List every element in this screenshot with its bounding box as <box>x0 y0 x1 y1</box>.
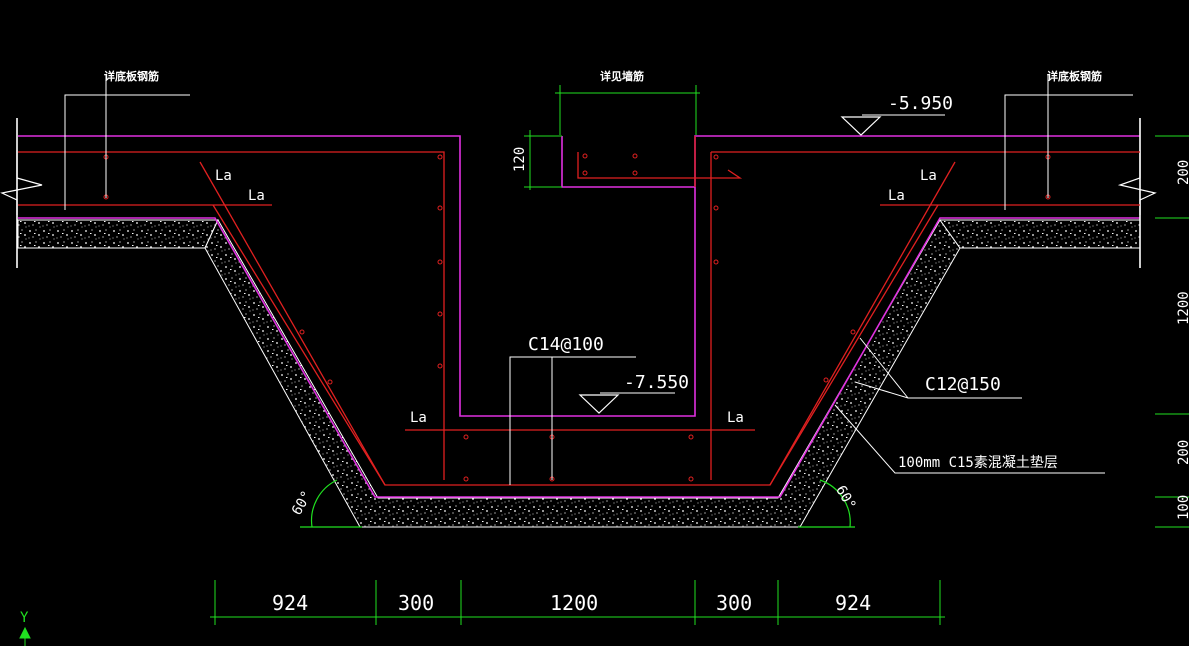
break-line-right <box>1117 150 1157 215</box>
rebar-dot <box>632 170 638 176</box>
dimension-values-right: 200 1200 200 100 <box>1176 160 1189 520</box>
leader-top-right <box>1004 94 1133 210</box>
cushion-label: 100mm C15素混凝土垫层 <box>898 455 1058 471</box>
note-top-right: 详底板钢筋 <box>1047 69 1102 83</box>
rebar-top-left <box>18 151 445 480</box>
angle-arc-left <box>310 479 338 528</box>
axis-y-arrow <box>19 626 31 639</box>
break-line-left <box>0 150 43 215</box>
rebar-dot <box>437 363 443 369</box>
dim-value-right: 1200 <box>1176 291 1189 325</box>
elev-triangle-top <box>840 116 882 136</box>
ucs-axis: Y <box>19 610 31 646</box>
rebar-dot <box>688 434 694 440</box>
dim-value-bottom: 924 <box>272 591 308 615</box>
rebar-dot <box>437 154 443 160</box>
dim-value-bottom: 300 <box>398 591 434 615</box>
rebar-dot <box>688 476 694 482</box>
rebar-dot <box>437 259 443 265</box>
la-label: La <box>888 188 905 204</box>
dimension-lines <box>210 85 1189 625</box>
dimension-values: 924 300 1200 300 924 <box>272 591 871 615</box>
rebar-dot <box>713 154 719 160</box>
cushion-trench <box>204 218 961 528</box>
outline-bottom <box>18 217 1140 498</box>
la-label: La <box>410 410 427 426</box>
rebar-side-label: C12@150 <box>925 374 1001 395</box>
note-top-left: 详底板钢筋 <box>104 69 159 83</box>
dim-value-right: 200 <box>1176 440 1189 465</box>
slab-outline <box>16 118 1141 498</box>
rebar-dot <box>713 205 719 211</box>
rebar-dot <box>632 153 638 159</box>
rebar-dot <box>437 205 443 211</box>
la-label: La <box>727 410 744 426</box>
leader-lines <box>64 75 1133 485</box>
rebar-dot <box>437 311 443 317</box>
outline-wall-top <box>561 136 695 188</box>
rebar-dot <box>823 377 829 383</box>
la-label: La <box>215 168 232 184</box>
dim-value-bottom: 300 <box>716 591 752 615</box>
leader-cushion <box>834 404 1105 474</box>
break-lines <box>0 150 1157 215</box>
cushion-right-flat <box>939 219 1141 249</box>
angle-arc-right <box>819 479 851 528</box>
dim-value-bottom: 924 <box>835 591 871 615</box>
rebar-dot <box>713 259 719 265</box>
leader-top-left <box>64 94 190 210</box>
rebar-trench-bottom <box>212 204 939 486</box>
leader-c14 <box>509 356 636 485</box>
angle-arcs <box>300 479 855 528</box>
rebar-left-slope-top <box>199 161 386 486</box>
rebar-dot <box>582 153 588 159</box>
elevation-markers <box>578 116 882 414</box>
rebar-dot <box>582 170 588 176</box>
rebar-right-slope-top <box>769 161 956 486</box>
leader-c12-b <box>859 337 909 399</box>
dim-value-bottom: 1200 <box>550 591 598 615</box>
rebar-dot <box>463 434 469 440</box>
rebar-dot <box>850 329 856 335</box>
note-top-center: 详见墙筋 <box>600 69 644 83</box>
elev-triangle-bottom <box>578 394 620 414</box>
cushion-left-flat <box>17 219 219 249</box>
axis-y-label: Y <box>20 610 29 626</box>
dim-value-right: 200 <box>1176 160 1189 185</box>
rebar-wall-hook <box>577 152 743 179</box>
rebar-dot <box>327 379 333 385</box>
la-label: La <box>920 168 937 184</box>
concrete-cushion <box>17 218 1141 528</box>
rebar-dot <box>299 329 305 335</box>
elevation-bottom-label: -7.550 <box>624 372 689 393</box>
dim-120-label: 120 <box>512 147 528 172</box>
elevation-top-label: -5.950 <box>888 93 953 114</box>
la-label: La <box>248 188 265 204</box>
rebar-dot <box>463 476 469 482</box>
outline-top-left <box>18 135 1140 417</box>
dim-value-right: 100 <box>1176 495 1189 520</box>
angle-label-right: 60° <box>832 483 859 513</box>
rebar-main-label: C14@100 <box>528 334 604 355</box>
rebar-lines <box>18 136 1140 486</box>
